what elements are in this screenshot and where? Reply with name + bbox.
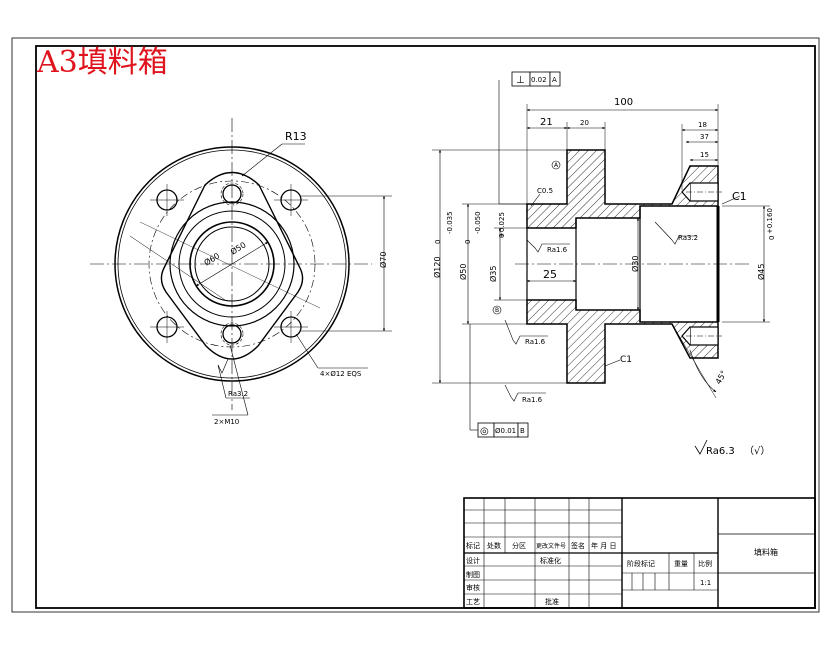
hole-note: 4×Ø12 EQS (320, 370, 362, 378)
roughness-other: （√） (744, 445, 770, 457)
datum-a-label: A (554, 162, 559, 169)
runout-symbol: ◎ (480, 426, 489, 437)
roughness-general: Ra6.3 (706, 446, 735, 457)
perp-symbol: ⊥ (516, 75, 525, 86)
roughness-32: Ra3.2 (678, 234, 698, 242)
dim-d50-tol-upper: 0 (464, 240, 472, 244)
tb-header-sign: 签名 (571, 541, 585, 550)
bolt-circle (148, 180, 316, 348)
tb-header-count: 处数 (487, 541, 501, 550)
chamfer-c1-bottom: C1 (620, 355, 632, 365)
dim-d45-tol-upper: +0.160 (766, 208, 774, 234)
dim-d30: Ø30 (630, 256, 640, 272)
dim-d35-tol-lower: 0 (498, 234, 506, 238)
dim-d120-tol-upper: 0 (434, 240, 442, 244)
sheet-border (11, 37, 820, 613)
diamond-boss (160, 171, 304, 360)
chamfer-c1: C1 (732, 190, 747, 203)
dim-100: 100 (614, 97, 633, 108)
dim-d45: Ø45 (756, 264, 766, 280)
dim-d45-tol-lower: 0 (768, 236, 776, 240)
runout-value: Ø0.01 (495, 427, 516, 435)
datum-b-label: B (495, 307, 499, 314)
tb-drafting: 制图 (466, 570, 480, 579)
radius-label: R13 (285, 130, 307, 143)
dim-25: 25 (543, 268, 557, 281)
roughness-label: Ra3.2 (228, 390, 248, 398)
tb-standardization: 标准化 (540, 556, 561, 565)
dim-37: 37 (700, 133, 709, 141)
perpendicularity-frame (511, 71, 561, 87)
roughness-symbol (694, 439, 708, 455)
dim-20: 20 (580, 119, 589, 127)
threaded-hole (222, 184, 242, 204)
tb-header-change: 更改文件号 (536, 542, 566, 550)
section-view (432, 80, 770, 430)
flange-outline (114, 146, 350, 382)
tb-weight: 重量 (674, 560, 688, 568)
tb-design: 设计 (466, 556, 480, 565)
tb-process: 工艺 (466, 598, 480, 606)
dim-21: 21 (540, 117, 553, 128)
tb-header-mark: 标记 (466, 541, 480, 550)
runout-datum: B (520, 427, 525, 435)
tb-header-zone: 分区 (512, 541, 526, 550)
tb-scale-label: 比例 (698, 559, 712, 568)
dim-18: 18 (698, 121, 707, 129)
tb-part-name: 填料箱 (754, 547, 778, 557)
chamfer-c05: C0.5 (537, 187, 553, 195)
dim-d120-tol-lower: -0.035 (446, 211, 454, 234)
perp-datum: A (552, 76, 557, 84)
tb-header-date: 年 月 日 (591, 541, 616, 550)
threaded-hole (222, 324, 242, 344)
dim-d35-tol-upper: +0.025 (498, 212, 506, 238)
tb-approve: 批准 (545, 597, 559, 606)
tb-scale-value: 1:1 (700, 579, 711, 587)
diameter-label: Ø50 (228, 239, 247, 256)
dim-15: 15 (700, 151, 709, 159)
front-view (90, 118, 392, 416)
perp-value: 0.02 (531, 76, 547, 84)
title-block (463, 497, 816, 609)
roughness-16-c: Ra1.6 (522, 396, 543, 404)
tb-stage-mark: 阶段标记 (627, 559, 655, 568)
thread-note: 2×M10 (214, 418, 239, 426)
sheet-label: A3填料箱 (36, 45, 168, 80)
dim-d35: Ø35 (488, 266, 498, 282)
angle-label: 45° (714, 369, 729, 386)
dim-d50-tol-lower: -0.050 (474, 211, 482, 234)
diameter-label: Ø70 (378, 252, 388, 268)
dim-d50: Ø50 (458, 264, 468, 280)
dim-d120: Ø120 (432, 256, 442, 278)
tb-review: 审核 (466, 583, 480, 592)
roughness-16-a: Ra1.6 (547, 246, 568, 254)
roughness-16-b: Ra1.6 (525, 338, 546, 346)
